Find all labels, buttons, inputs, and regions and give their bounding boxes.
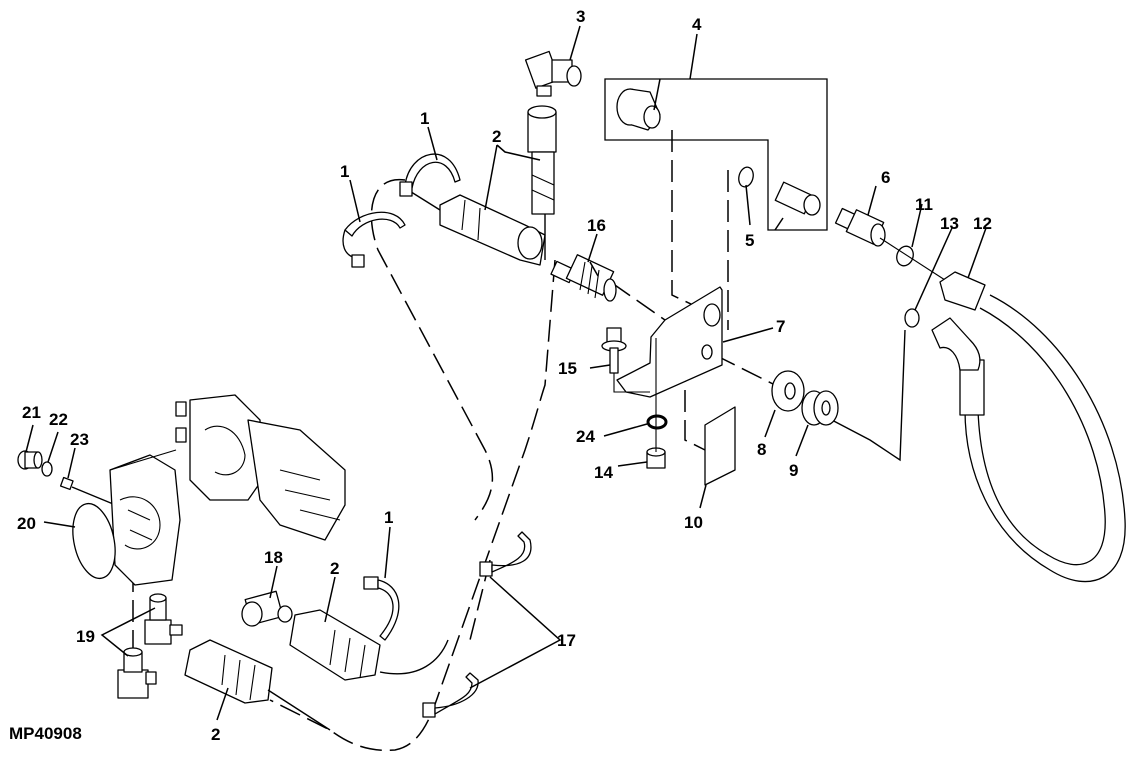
- hose-clamp-upper: [399, 153, 461, 197]
- elbow-fittings-19: [117, 593, 183, 699]
- callout-2-middle: 2: [330, 559, 339, 578]
- mounting-bracket: [616, 286, 723, 398]
- bulkhead-fitting: [550, 254, 617, 302]
- callout-19: 19: [76, 627, 95, 646]
- callout-21: 21: [22, 403, 41, 422]
- flange-bolt: [601, 327, 650, 393]
- callout-14: 14: [594, 463, 613, 482]
- elbow-fitting-3: [524, 50, 582, 97]
- retaining-ring: [738, 166, 754, 188]
- callout-labels: 1 1 1 2 2 2 3 4 5 6 7 8 9 10 11 12 13 14…: [17, 7, 992, 744]
- figure-id: MP40908: [9, 724, 82, 743]
- callout-17: 17: [557, 631, 576, 650]
- o-ring-11: [896, 245, 914, 267]
- callout-18: 18: [264, 548, 283, 567]
- callout-20: 20: [17, 514, 36, 533]
- cable-ties: [422, 531, 532, 718]
- hose-fitting-upper: [399, 184, 546, 266]
- callout-24: 24: [576, 427, 595, 446]
- hydraulic-hose-assembly: [931, 271, 1126, 583]
- callout-3: 3: [576, 7, 585, 26]
- plug: [17, 450, 43, 470]
- callout-10: 10: [684, 513, 703, 532]
- callout-16: 16: [587, 216, 606, 235]
- callout-2-lower: 2: [211, 725, 220, 744]
- elbow-fitting-18: [241, 590, 293, 627]
- hydraulic-pump: [109, 394, 346, 586]
- leader-lines: [25, 25, 987, 721]
- adapter-fitting: [834, 207, 886, 247]
- quick-coupler: [616, 88, 661, 131]
- callout-22: 22: [49, 410, 68, 429]
- washer: [771, 370, 805, 412]
- decal: [704, 406, 736, 486]
- callout-12: 12: [973, 214, 992, 233]
- callout-1-lower: 1: [384, 508, 393, 527]
- callout-4: 4: [692, 15, 702, 34]
- coupler-group-box: [604, 78, 828, 231]
- callout-23: 23: [70, 430, 89, 449]
- hose-fitting-middle: [289, 609, 381, 681]
- fitting-23: [59, 476, 74, 491]
- lock-washer: [646, 414, 668, 430]
- callout-2-upper: 2: [492, 127, 501, 146]
- callout-5: 5: [745, 231, 754, 250]
- callout-7: 7: [776, 317, 785, 336]
- hose-fitting-vertical: [527, 105, 557, 260]
- hose-routing-lines: [71, 130, 906, 752]
- callout-8: 8: [757, 440, 766, 459]
- hose-fitting-lower: [184, 639, 331, 731]
- callout-1-upper: 1: [420, 109, 429, 128]
- callout-11: 11: [915, 195, 933, 214]
- o-ring-small: [41, 461, 53, 477]
- callout-1-left: 1: [340, 162, 349, 181]
- nut: [801, 390, 839, 426]
- o-ring-13: [904, 308, 920, 328]
- callout-6: 6: [881, 168, 890, 187]
- callout-13: 13: [940, 214, 959, 233]
- o-ring-large: [72, 502, 116, 580]
- hose-clamp-lower: [363, 576, 400, 641]
- callout-15: 15: [558, 359, 577, 378]
- coupler-nipple: [774, 181, 821, 216]
- hose-clamp-left: [342, 211, 406, 268]
- callout-9: 9: [789, 461, 798, 480]
